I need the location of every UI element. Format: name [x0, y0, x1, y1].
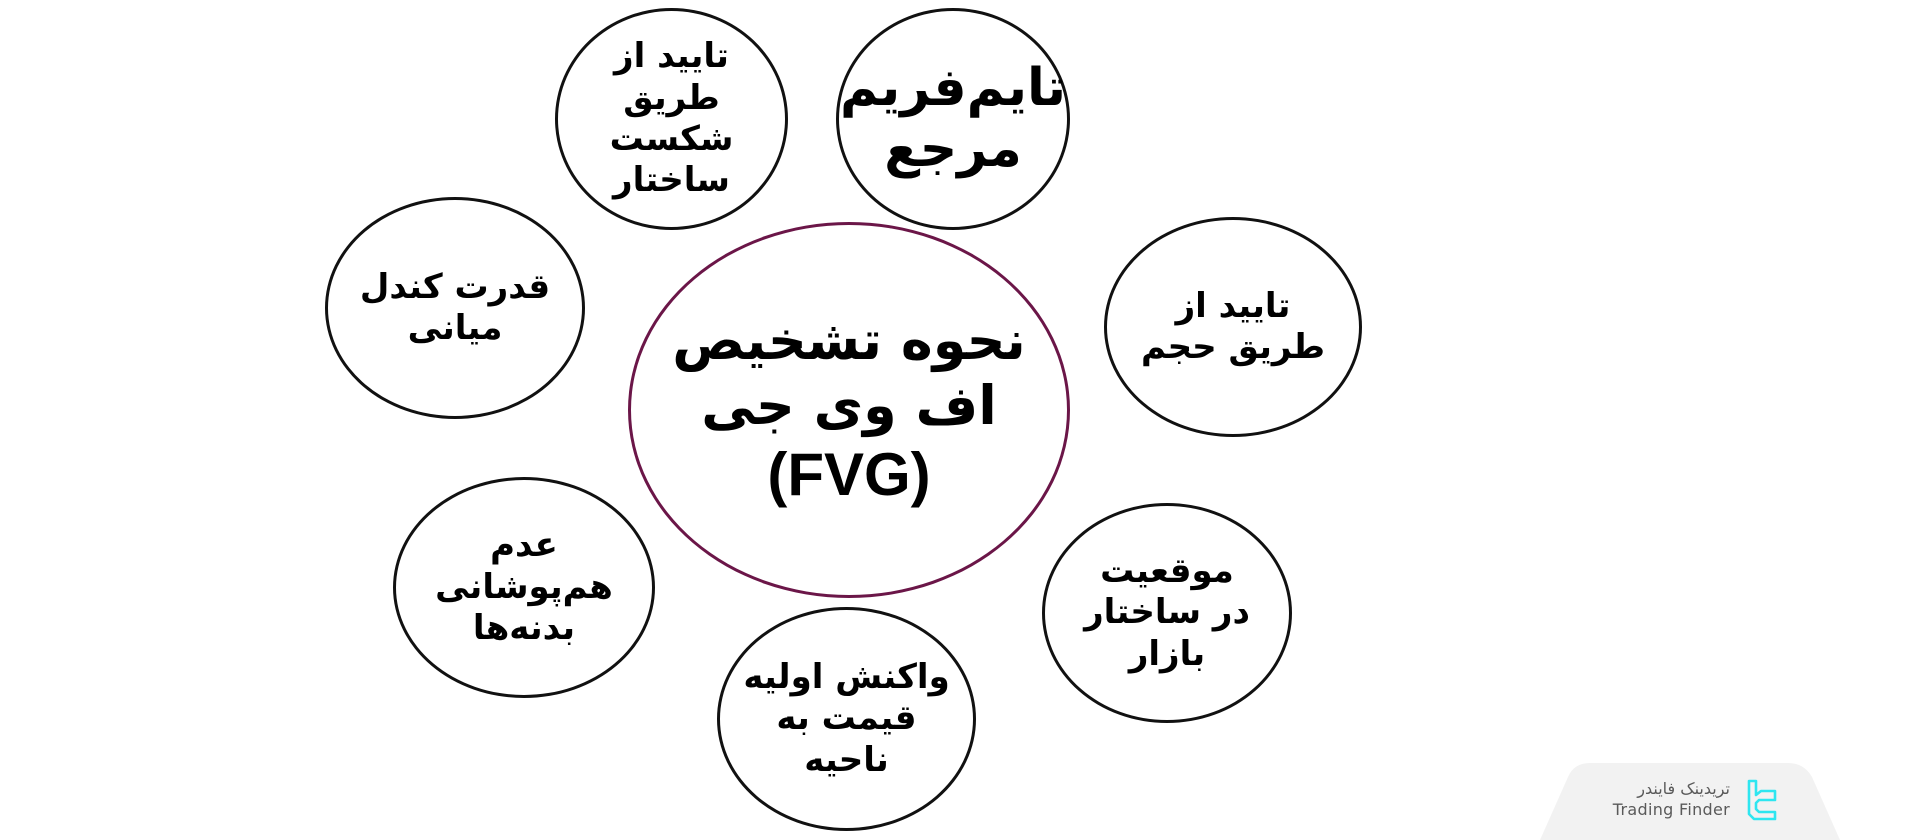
node-label: تایید از طریق حجم	[1140, 285, 1326, 367]
center-title-fa: نحوه تشخیص اف وی جی	[672, 309, 1026, 437]
node-label: تایید از طریق شکست ساختار	[609, 36, 734, 201]
node-no-body-overlap: عدم هم‌پوشانی بدنه‌ها	[393, 477, 655, 698]
node-label: عدم هم‌پوشانی بدنه‌ها	[435, 525, 613, 649]
center-node-fvg: نحوه تشخیص اف وی جی (FVG)	[628, 222, 1070, 598]
trading-finder-logo-icon	[1747, 779, 1777, 821]
node-label: تایم‌فریم مرجع	[839, 57, 1067, 179]
center-title-latin: (FVG)	[767, 440, 931, 508]
node-initial-price-reaction: واکنش اولیه قیمت به ناحیه	[717, 607, 976, 831]
watermark-badge-background	[1540, 763, 1840, 840]
node-volume-confirmation: تایید از طریق حجم	[1104, 217, 1362, 437]
node-label: قدرت کندل میانی	[359, 266, 551, 348]
brand-name-en: Trading Finder	[1612, 800, 1730, 819]
trading-finder-watermark: تریدینک فایندر Trading Finder	[1540, 763, 1840, 840]
node-structure-break-confirmation: تایید از طریق شکست ساختار	[555, 8, 788, 230]
node-reference-timeframe: تایم‌فریم مرجع	[836, 8, 1070, 230]
node-middle-candle-strength: قدرت کندل میانی	[325, 197, 585, 419]
node-label: واکنش اولیه قیمت به ناحیه	[743, 656, 950, 780]
node-label: موقعیت در ساختار بازار	[1084, 550, 1250, 674]
brand-name-fa: تریدینک فایندر	[1637, 779, 1730, 798]
center-node-label: نحوه تشخیص اف وی جی (FVG)	[672, 244, 1026, 575]
node-market-structure-position: موقعیت در ساختار بازار	[1042, 503, 1292, 723]
watermark-text: تریدینک فایندر Trading Finder	[1613, 779, 1730, 821]
